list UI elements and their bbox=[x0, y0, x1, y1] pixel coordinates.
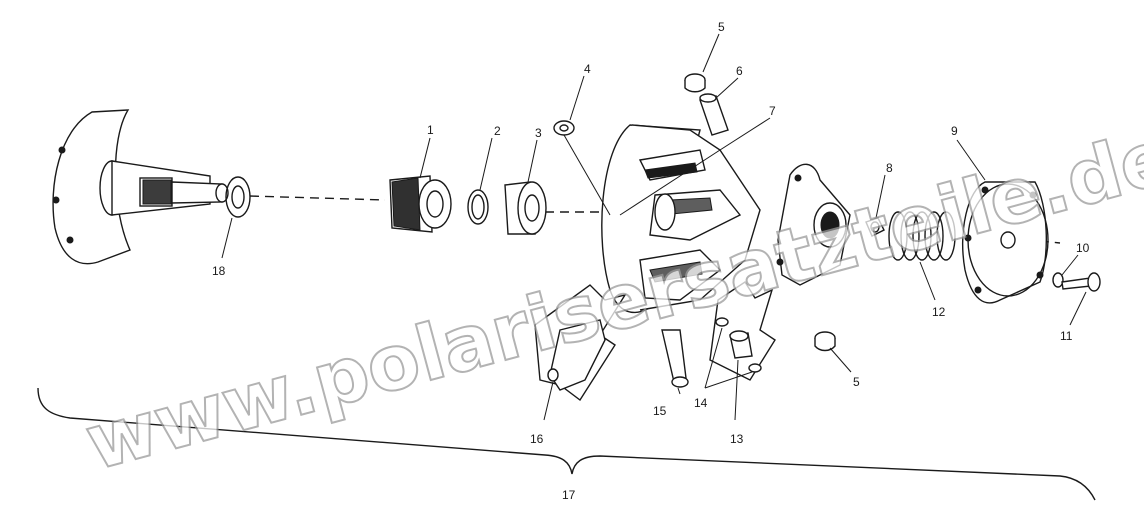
callout-17: 17 bbox=[562, 488, 576, 502]
callout-2: 2 bbox=[494, 124, 501, 138]
o-ring-2 bbox=[467, 189, 489, 225]
callout-5-bottom: 5 bbox=[853, 375, 860, 389]
callout-8: 8 bbox=[886, 161, 893, 175]
shoe-16 bbox=[534, 284, 627, 402]
fixed-sheave-with-shaft bbox=[52, 109, 229, 265]
bushing-6 bbox=[699, 93, 729, 136]
button-5-bottom bbox=[814, 331, 836, 352]
spring-12 bbox=[888, 211, 956, 261]
callout-13: 13 bbox=[730, 432, 744, 446]
callout-10: 10 bbox=[1076, 241, 1090, 255]
clutch-bearing-1 bbox=[389, 175, 452, 233]
spider-assembly bbox=[776, 163, 851, 286]
callout-7: 7 bbox=[769, 104, 776, 118]
callout-16: 16 bbox=[530, 432, 544, 446]
callout-15: 15 bbox=[653, 404, 667, 418]
callout-6: 6 bbox=[736, 64, 743, 78]
callout-3: 3 bbox=[535, 126, 542, 140]
roller-kit-13-14 bbox=[709, 281, 776, 381]
washer-10 bbox=[1052, 272, 1064, 288]
callout-labels: 1 2 3 4 5 6 7 8 9 10 11 12 5 13 14 15 16… bbox=[212, 20, 1090, 502]
bolt-11 bbox=[1061, 272, 1101, 292]
washer-4 bbox=[553, 120, 575, 136]
washer-18 bbox=[225, 176, 251, 218]
callout-1: 1 bbox=[427, 123, 434, 137]
callout-11: 11 bbox=[1060, 329, 1073, 343]
spacer-3 bbox=[504, 181, 547, 235]
callout-14: 14 bbox=[694, 396, 708, 410]
nut-8 bbox=[865, 217, 885, 237]
button-5-top bbox=[684, 73, 706, 93]
callout-18: 18 bbox=[212, 264, 226, 278]
assembly-brace-17 bbox=[37, 387, 1096, 501]
callout-12: 12 bbox=[932, 305, 946, 319]
callout-4: 4 bbox=[584, 62, 591, 76]
cover-9 bbox=[962, 181, 1049, 304]
leader-lines bbox=[221, 33, 1087, 421]
moveable-sheave-7 bbox=[601, 124, 761, 314]
callout-5-top: 5 bbox=[718, 20, 725, 34]
callout-9: 9 bbox=[951, 124, 958, 138]
bolt-15 bbox=[661, 329, 689, 388]
